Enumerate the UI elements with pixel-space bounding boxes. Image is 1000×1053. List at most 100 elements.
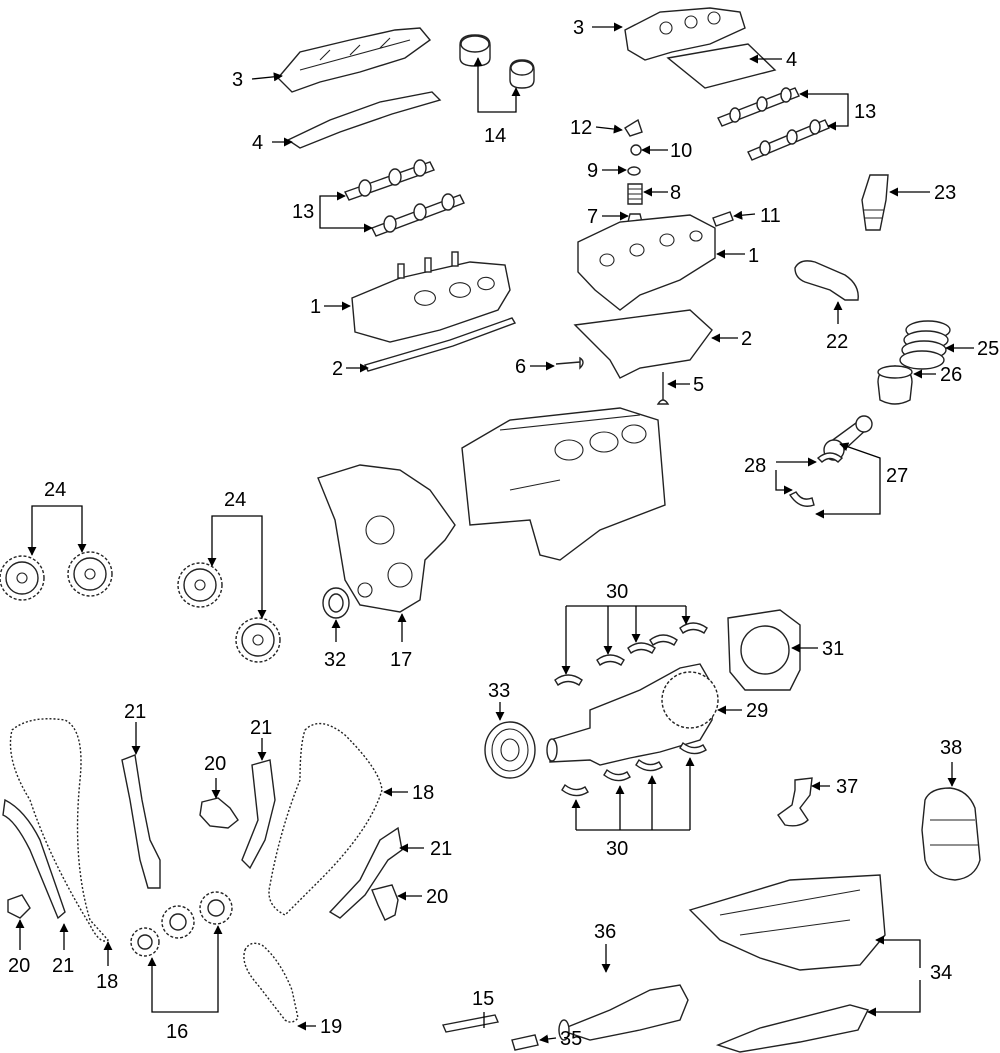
chain-tensioner-left bbox=[7, 894, 31, 919]
cam-phaser-left-2 bbox=[67, 551, 113, 597]
valve-cover-gasket-left bbox=[286, 91, 442, 149]
cam-phaser-left-1 bbox=[0, 555, 45, 601]
main-bearing-upper-4 bbox=[649, 634, 678, 647]
chain-guide-mid-left bbox=[121, 754, 161, 889]
callout-29: 29 bbox=[746, 700, 768, 722]
timing-chain-small bbox=[243, 942, 299, 1023]
fuel-injector bbox=[861, 174, 889, 231]
callout-21-c: 21 bbox=[430, 838, 452, 860]
callout-3-right: 3 bbox=[573, 17, 584, 39]
timing-cover bbox=[317, 464, 456, 613]
idler-sprocket bbox=[161, 905, 195, 939]
callout-25: 25 bbox=[977, 338, 999, 360]
callout-21-b: 21 bbox=[250, 717, 272, 739]
callout-12: 12 bbox=[570, 117, 592, 139]
callout-6: 6 bbox=[515, 356, 526, 378]
callout-15: 15 bbox=[472, 988, 494, 1010]
main-bearing-lower-3 bbox=[635, 758, 663, 772]
callout-32: 32 bbox=[324, 649, 346, 671]
timing-chain-left bbox=[9, 718, 110, 942]
callout-18-b: 18 bbox=[412, 782, 434, 804]
callout-9: 9 bbox=[587, 160, 598, 182]
callout-20-c: 20 bbox=[8, 955, 30, 977]
chain-guide-left bbox=[2, 798, 66, 920]
valve-cover-right bbox=[624, 7, 746, 61]
rod-bearing-upper bbox=[816, 452, 844, 463]
callout-19: 19 bbox=[320, 1016, 342, 1038]
valve-cover-left bbox=[277, 27, 432, 93]
callout-27: 27 bbox=[886, 465, 908, 487]
callout-22: 22 bbox=[826, 331, 848, 353]
callout-34: 34 bbox=[930, 962, 952, 984]
callout-21-a: 21 bbox=[124, 701, 146, 723]
callout-24-left: 24 bbox=[44, 479, 66, 501]
callout-18-a: 18 bbox=[96, 971, 118, 993]
callout-1-left: 1 bbox=[310, 296, 321, 318]
oil-pickup-tube bbox=[777, 777, 813, 827]
callout-38: 38 bbox=[940, 737, 962, 759]
chain-tensioner-middle bbox=[199, 797, 239, 829]
piston-rings bbox=[899, 320, 951, 370]
callout-10: 10 bbox=[670, 140, 692, 162]
callout-20-a: 20 bbox=[204, 753, 226, 775]
callout-26: 26 bbox=[940, 364, 962, 386]
main-bearing-lower-2 bbox=[603, 768, 631, 782]
callout-30-upper: 30 bbox=[606, 581, 628, 603]
callout-13-right: 13 bbox=[854, 101, 876, 123]
callout-5: 5 bbox=[693, 374, 704, 396]
callout-30-lower: 30 bbox=[606, 838, 628, 860]
callout-36: 36 bbox=[594, 921, 616, 943]
exhaust-valve bbox=[656, 372, 670, 405]
harmonic-balancer bbox=[484, 721, 536, 779]
callout-14: 14 bbox=[484, 125, 506, 147]
callout-7: 7 bbox=[587, 206, 598, 228]
main-bearing-lower-1 bbox=[561, 783, 589, 797]
callout-28: 28 bbox=[744, 455, 766, 477]
drive-sprocket bbox=[199, 891, 233, 925]
callout-13-left: 13 bbox=[292, 201, 314, 223]
main-bearing-lower-4 bbox=[679, 741, 707, 755]
callout-31: 31 bbox=[822, 638, 844, 660]
oil-pan-lower bbox=[715, 1004, 870, 1053]
rocker-arm bbox=[624, 118, 643, 137]
main-bearing-upper-3 bbox=[627, 642, 656, 655]
callout-11: 11 bbox=[760, 205, 781, 227]
callout-33: 33 bbox=[488, 680, 510, 702]
cam-phaser-right-1 bbox=[177, 562, 223, 608]
callout-labels: 3 3 4 4 13 13 14 12 10 9 8 7 11 1 1 2 2 … bbox=[8, 17, 999, 1050]
callout-21-d: 21 bbox=[52, 955, 74, 977]
callout-1-right: 1 bbox=[748, 245, 759, 267]
callout-23: 23 bbox=[934, 182, 956, 204]
callout-8: 8 bbox=[670, 182, 681, 204]
rod-bearing-lower bbox=[788, 491, 815, 507]
oil-drain-plug bbox=[511, 1034, 539, 1051]
cylinder-head-left bbox=[351, 261, 511, 343]
main-bearing-upper-1 bbox=[554, 674, 583, 687]
oil-pump bbox=[557, 984, 689, 1041]
head-gasket-right bbox=[573, 309, 713, 379]
engine-block bbox=[461, 407, 666, 561]
callout-3-left: 3 bbox=[232, 69, 243, 91]
valve-spring-seat bbox=[627, 166, 641, 176]
callout-17: 17 bbox=[390, 649, 412, 671]
callout-4-left: 4 bbox=[252, 132, 263, 154]
valve-cover-gasket-right bbox=[666, 43, 777, 89]
callout-24-right: 24 bbox=[224, 489, 246, 511]
crank-sprocket bbox=[130, 927, 160, 957]
callout-20-b: 20 bbox=[426, 886, 448, 908]
callout-37: 37 bbox=[836, 776, 858, 798]
chain-guide-middle bbox=[241, 759, 276, 870]
callout-4-right: 4 bbox=[786, 49, 797, 71]
chain-tensioner-right bbox=[371, 884, 399, 921]
hydraulic-lash-adjuster bbox=[712, 211, 734, 227]
oil-filter-housing bbox=[921, 787, 981, 881]
timing-chain-right bbox=[268, 722, 383, 916]
intake-valve bbox=[555, 356, 584, 370]
leader-lines bbox=[15, 22, 974, 1044]
valve-keeper bbox=[630, 144, 642, 156]
callout-2-left: 2 bbox=[332, 358, 343, 380]
oil-pump-gasket bbox=[442, 1014, 499, 1033]
callout-2-right: 2 bbox=[741, 328, 752, 350]
callout-16: 16 bbox=[166, 1021, 188, 1043]
